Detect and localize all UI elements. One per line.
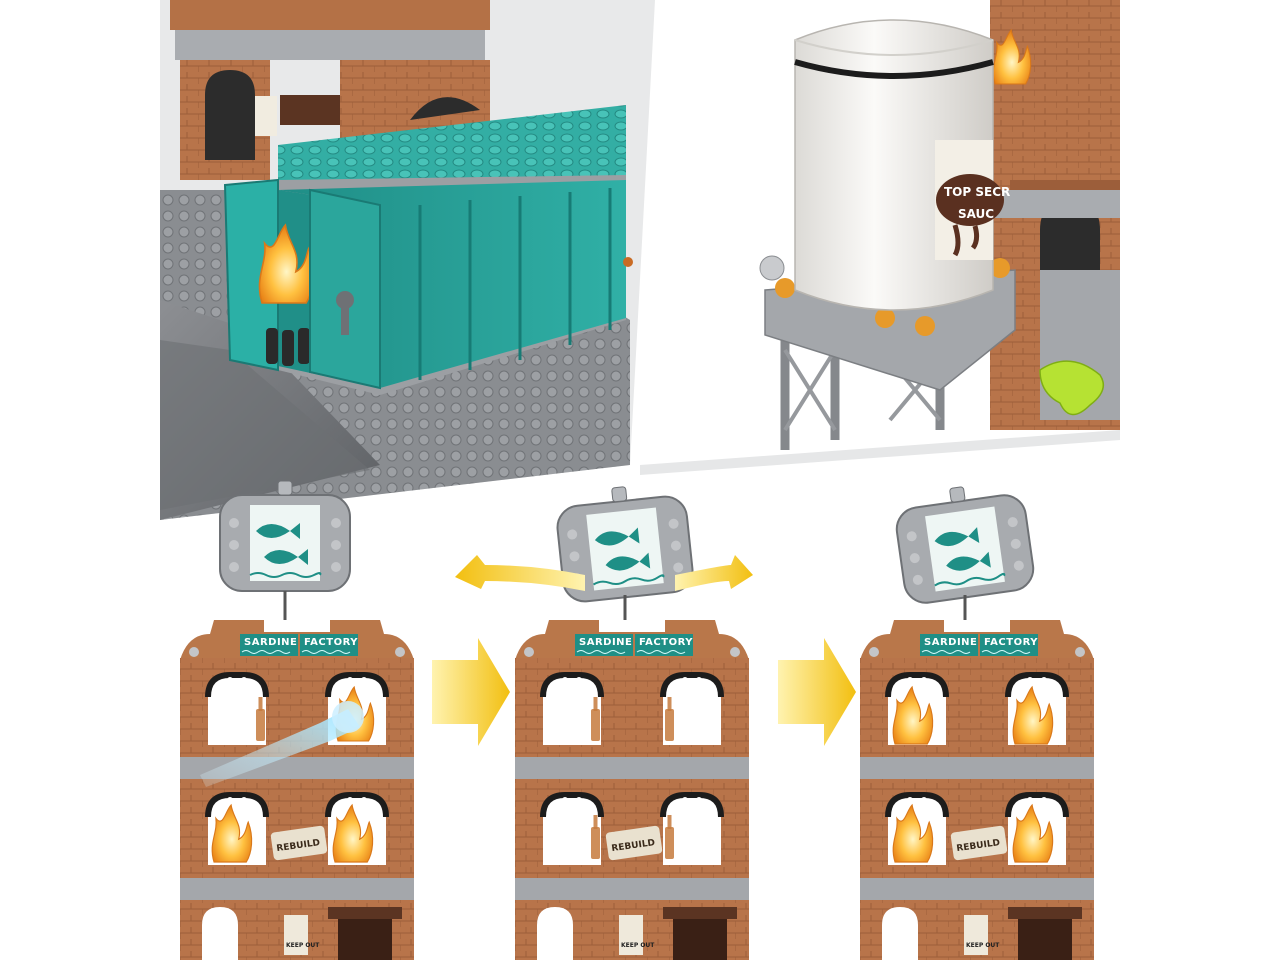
building-stage-2: SARDINE FACTORY REBUILD KEEP OUT [455,479,753,960]
water-jet-icon [1039,360,1105,416]
sign-left-text: SARDINE [924,637,977,648]
sign-right-text: FACTORY [984,637,1038,648]
keep-out-decal: KEEP OUT [966,942,1000,949]
sign-left-text: SARDINE [244,637,297,648]
tank-label-line1: TOP SECR [944,185,1010,199]
building-stage-1: SARDINE FACTORY REBUILD KEEP OUT [179,480,415,960]
gas-canisters [266,328,310,366]
building-stage-3: SARDINE FACTORY REBUILD KEEP OUT [859,477,1095,960]
door-handle [336,291,354,335]
sauce-tank: TOP SECR SAUC [794,19,1010,311]
rotate-arrows [455,555,753,591]
sign-left-text: SARDINE [579,637,632,648]
keep-out-decal: KEEP OUT [286,942,320,949]
panel-water-tower: TOP SECR SAUC [640,0,1120,465]
panel-dumpster-fire [160,0,655,520]
sign-right-text: FACTORY [304,637,358,648]
arrow-right-icon [778,638,856,746]
sign-right-text: FACTORY [639,637,693,648]
water-jet-icon [200,701,364,787]
dumpster [223,105,626,395]
tank-label-line2: SAUC [958,207,994,221]
arrow-right-icon [432,638,510,746]
keep-out-decal: KEEP OUT [621,942,655,949]
